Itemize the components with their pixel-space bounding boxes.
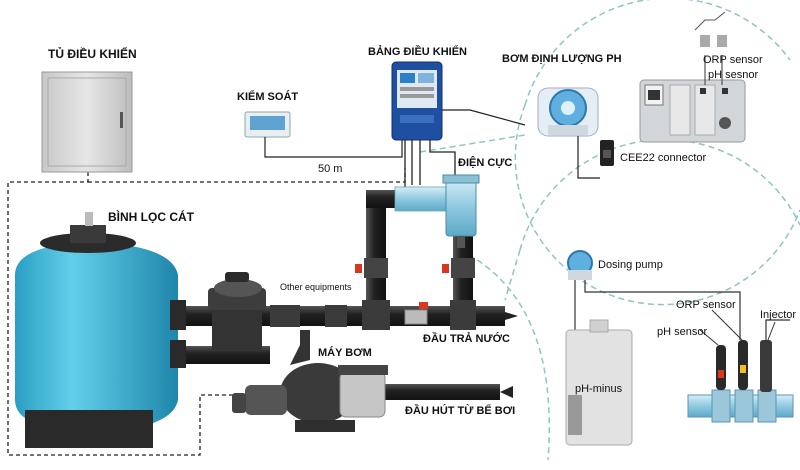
cee22-label: CEE22 connector xyxy=(620,152,707,164)
orp-sensor-leader xyxy=(711,309,743,341)
ph-sensor-leader xyxy=(699,329,719,346)
sensor-controller-box xyxy=(639,11,746,143)
ph-dosing-pump-top xyxy=(537,87,600,179)
arrow-left-icon xyxy=(500,386,513,398)
pipe-network xyxy=(185,186,505,400)
controller-device xyxy=(244,111,291,138)
ph-dosing-pump-label: BƠM ĐỊNH LƯỢNG PH xyxy=(502,53,622,65)
sensor-pipe xyxy=(687,389,794,423)
pump-label: MÁY BƠM xyxy=(318,346,372,359)
dashed-connector xyxy=(504,249,521,301)
lower-dashed-arc xyxy=(459,249,551,461)
ph-sensor-top-label: pH sesnor xyxy=(708,69,758,81)
valve-icon xyxy=(355,264,449,309)
injector-label: Injector xyxy=(760,309,796,321)
control-cabinet-label: TỦ ĐIỀU KHIỂN xyxy=(48,46,137,61)
pump xyxy=(232,330,388,432)
other-equipment-label: Other equipments xyxy=(280,282,352,292)
orp-sensor-top-label: ORP sensor xyxy=(703,54,763,66)
ph-minus-canister xyxy=(565,319,633,446)
dashed-connector-top xyxy=(419,134,526,153)
multiport-valve xyxy=(208,272,266,350)
top-right-dashed-arc xyxy=(514,104,800,306)
power-plug-icon xyxy=(600,140,614,166)
sand-filter-label: BÌNH LỌC CÁT xyxy=(108,209,195,224)
orp-sensor-label: ORP sensor xyxy=(676,299,736,311)
return-outlet-label: ĐẦU TRẢ NƯỚC xyxy=(423,332,510,345)
panel-cables xyxy=(404,109,526,188)
dosing-pump-label: Dosing pump xyxy=(598,259,663,271)
controller-cable xyxy=(264,137,403,158)
controller-label: KIỂM SOÁT xyxy=(237,90,298,103)
top-right-dashed-arc-upper xyxy=(524,0,791,106)
ph-sensor-label: pH sensor xyxy=(657,326,707,338)
suction-inlet-label: ĐẦU HÚT TỪ BỂ BƠI xyxy=(405,404,515,417)
electrode xyxy=(442,174,480,248)
control-panel xyxy=(391,61,443,141)
orp-sensor-probe xyxy=(738,340,748,390)
injector-leader xyxy=(767,321,776,341)
electrode-label: ĐIỆN CỰC xyxy=(458,156,512,169)
ph-minus-label: pH-minus xyxy=(575,383,623,395)
injector xyxy=(760,319,790,392)
control-cabinet xyxy=(41,71,133,173)
ph-sensor-probe xyxy=(716,345,726,390)
control-panel-label: BẢNG ĐIỀU KHIỂN xyxy=(368,45,467,58)
arrow-right-icon xyxy=(505,312,518,320)
distance-label: 50 m xyxy=(318,163,342,175)
sand-filter-tank xyxy=(15,212,186,448)
